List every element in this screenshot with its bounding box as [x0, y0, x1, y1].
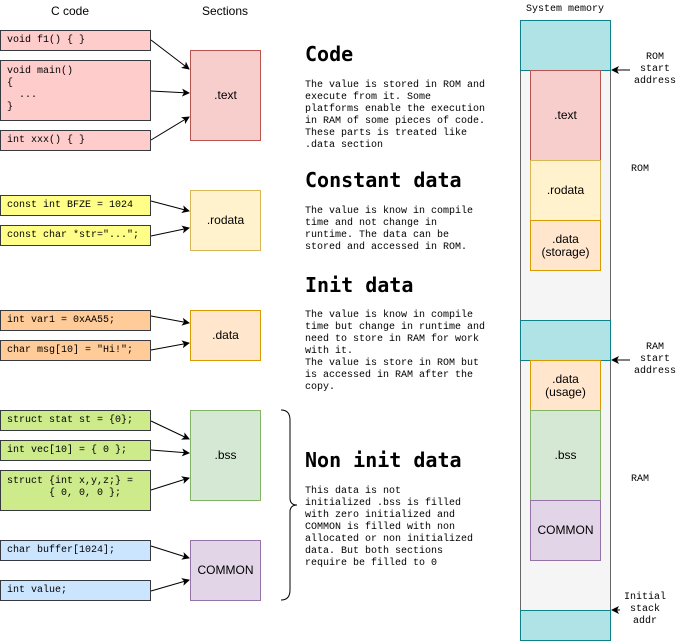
code-box-var1: int var1 = 0xAA55; — [0, 310, 151, 331]
memory-common: COMMON — [530, 500, 601, 561]
rom-region-label: ROM — [630, 164, 649, 175]
code-box-xxx: int xxx() { } — [0, 130, 151, 151]
section-text: .text — [190, 50, 261, 141]
code-box-bfze: const int BFZE = 1024 — [0, 195, 151, 216]
memory-data-usage: .data (usage) — [530, 360, 601, 411]
section-bss: .bss — [190, 410, 261, 501]
arrow-buffer-to-common — [150, 545, 190, 560]
rom-start-label: ROM start address — [633, 52, 676, 87]
arrow-var1-to-data — [150, 315, 190, 326]
arrow-xxx-to-text — [150, 116, 190, 141]
section-data: .data — [190, 310, 261, 361]
ram-start-label: RAM start address — [633, 342, 676, 377]
code-box-buffer: char buffer[1024]; — [0, 540, 151, 561]
code-description: The value is stored in ROM and execute f… — [305, 80, 486, 151]
code-box-str: const char *str="..."; — [0, 225, 151, 246]
memory-text: .text — [530, 70, 601, 161]
code-box-vec: int vec[10] = { 0 }; — [0, 440, 151, 461]
memory-rodata: .rodata — [530, 160, 601, 221]
system-memory-header: System memory — [525, 4, 604, 15]
section-rodata: .rodata — [190, 190, 261, 251]
arrow-msg-to-data — [150, 340, 190, 351]
code-box-main: void main() { ... } — [0, 60, 151, 121]
sections-header: Sections — [201, 4, 249, 18]
stack-addr-label: Initial stack addr — [623, 592, 666, 627]
arrow-f1-to-text — [150, 39, 190, 70]
rom-start-block — [520, 20, 611, 71]
non-init-data-description: This data is not initialized .bss is fil… — [305, 486, 474, 569]
arrow-st-to-bss — [150, 420, 190, 440]
arrow-str-to-rodata — [150, 225, 190, 237]
init-data-title: Init data — [305, 273, 414, 297]
non-init-brace — [280, 409, 298, 601]
constant-data-description: The value is know in compile time and no… — [305, 206, 474, 253]
code-box-msg: char msg[10] = "Hi!"; — [0, 340, 151, 361]
memory-bss: .bss — [530, 410, 601, 501]
code-box-f1: void f1() { } — [0, 30, 151, 51]
arrow-value-to-common — [150, 578, 190, 592]
code-box-st: struct stat st = {0}; — [0, 410, 151, 431]
arrow-main-to-text — [150, 88, 190, 97]
c-code-header: C code — [50, 4, 90, 18]
memory-data-storage: .data (storage) — [530, 220, 601, 271]
init-data-description: The value is know in compile time but ch… — [305, 310, 486, 393]
section-common: COMMON — [190, 540, 261, 601]
arrow-vec-to-bss — [150, 448, 190, 457]
arrow-xyz-to-bss — [150, 476, 190, 491]
code-box-value: int value; — [0, 580, 151, 601]
ram-region-label: RAM — [630, 474, 649, 485]
non-init-data-title: Non init data — [305, 448, 462, 472]
arrow-bfze-to-rodata — [150, 200, 190, 214]
code-title: Code — [305, 42, 354, 66]
constant-data-title: Constant data — [305, 168, 462, 192]
code-box-xyz: struct {int x,y,z;} = { 0, 0, 0 }; — [0, 470, 151, 511]
